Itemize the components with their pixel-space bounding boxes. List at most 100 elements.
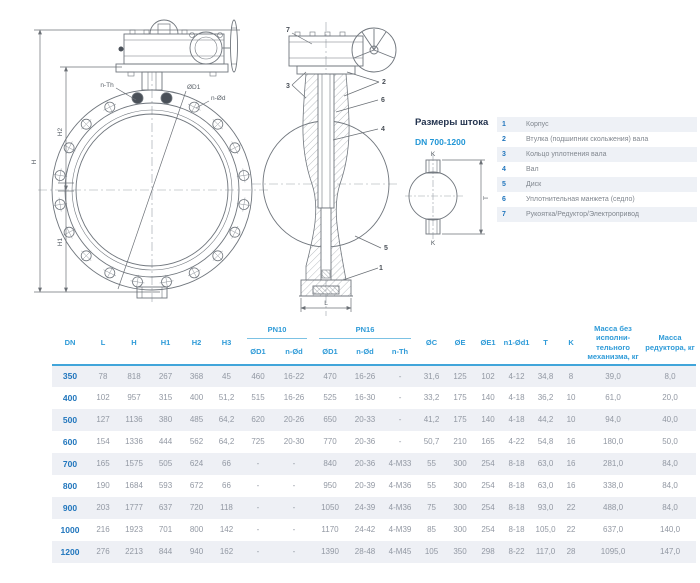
- value-cell: 20-30: [283, 437, 305, 446]
- spec-table: DN L H H1 H2 H3 PN10 PN16 ØC ØE ØE1 n1-Ø…: [52, 322, 697, 563]
- value-cell: 10: [566, 415, 576, 424]
- col-header-h: H: [131, 338, 137, 348]
- legend-item-label: Корпус: [526, 121, 549, 128]
- valve-drawing: H H2 H1 n-Th ØD1 n-Ød: [31, 19, 400, 316]
- dn-cell: 600: [62, 436, 78, 447]
- value-cell: 210: [453, 437, 467, 446]
- dn-cell: 350: [52, 363, 88, 387]
- value-cell: 4-M36: [388, 503, 412, 512]
- value-cell: 300: [453, 525, 467, 534]
- value-cell: -: [256, 459, 260, 468]
- value-cell: 41,2: [423, 415, 440, 424]
- value-cell: 4-18: [508, 393, 525, 402]
- value-cell: 140: [481, 393, 495, 402]
- dim-h-label: H: [31, 159, 38, 164]
- callout-6: 6: [381, 97, 385, 104]
- value-cell: 315: [158, 393, 173, 402]
- value-cell: 16-22: [275, 363, 314, 387]
- value-cell: 66: [222, 481, 231, 490]
- value-cell: 267: [150, 363, 181, 387]
- value-cell: 20-39: [354, 481, 376, 490]
- value-cell: -: [256, 525, 260, 534]
- col-header-c: ØC: [425, 338, 438, 348]
- value-cell: 1095,0: [600, 547, 626, 556]
- col-header-t: T: [543, 338, 548, 348]
- value-cell: -: [256, 547, 260, 556]
- value-cell: 22: [566, 503, 576, 512]
- value-cell: 39,0: [582, 363, 645, 387]
- legend-item-label: Вал: [526, 166, 539, 173]
- n-d-label: n-Ød: [211, 95, 226, 102]
- value-cell: 24-42: [354, 525, 376, 534]
- dn-cell: 500: [62, 414, 78, 425]
- value-cell: 8: [560, 363, 583, 387]
- value-cell: -: [383, 363, 418, 387]
- value-cell: 8-18: [508, 459, 525, 468]
- value-cell: -: [292, 459, 296, 468]
- value-cell: 93,0: [537, 503, 554, 512]
- value-cell: 1170: [321, 525, 339, 534]
- value-cell: 4-M36: [388, 481, 412, 490]
- callout-2: 2: [382, 79, 386, 86]
- value-cell: 300: [453, 459, 467, 468]
- col-header-mass: Масса без исполни-тельного механизма, кг: [587, 324, 639, 362]
- value-cell: 127: [96, 415, 110, 424]
- col-header-pn16-nd: n-Ød: [356, 346, 374, 356]
- value-cell: 800: [189, 525, 204, 534]
- value-cell: 142: [219, 525, 234, 534]
- value-cell: 300: [453, 503, 467, 512]
- legend-item-number: 7: [502, 211, 506, 218]
- value-cell: 620: [251, 415, 265, 424]
- col-header-pn16-d1: ØD1: [322, 346, 338, 356]
- value-cell: 84,0: [662, 503, 678, 512]
- legend-item-number: 1: [502, 121, 506, 128]
- value-cell: 175: [453, 415, 467, 424]
- value-cell: 36,2: [537, 393, 554, 402]
- value-cell: 637,0: [603, 525, 624, 534]
- value-cell: 216: [96, 525, 110, 534]
- value-cell: 562: [189, 437, 204, 446]
- value-cell: 34,8: [531, 363, 561, 387]
- value-cell: -: [256, 481, 260, 490]
- value-cell: 840: [323, 459, 337, 468]
- legend-item: 1 Корпус: [497, 117, 697, 132]
- dn-cell: 700: [62, 458, 78, 469]
- value-cell: 66: [222, 459, 231, 468]
- value-cell: 85: [427, 525, 436, 534]
- shaft-dn-range: DN 700-1200: [415, 137, 466, 147]
- value-cell: -: [398, 393, 402, 402]
- legend-item-number: 5: [502, 181, 506, 188]
- value-cell: 4-22: [508, 437, 525, 446]
- value-cell: 8-22: [508, 547, 525, 556]
- legend-item-number: 4: [502, 166, 506, 173]
- value-cell: 16-26: [347, 363, 384, 387]
- col-header-mass-reducer: Масса редуктора, кг: [645, 333, 695, 352]
- value-cell: 22: [566, 525, 576, 534]
- value-cell: 20-26: [283, 415, 305, 424]
- col-header-h1: H1: [160, 338, 171, 348]
- value-cell: 84,0: [662, 459, 678, 468]
- value-cell: 154: [96, 437, 110, 446]
- value-cell: 444: [158, 437, 173, 446]
- value-cell: 180,0: [603, 437, 624, 446]
- value-cell: 16: [566, 481, 576, 490]
- value-cell: -: [398, 437, 402, 446]
- value-cell: 55: [427, 481, 436, 490]
- group-header-pn10: PN10: [241, 322, 313, 342]
- value-cell: 105,0: [535, 525, 556, 534]
- value-cell: 117,0: [535, 547, 556, 556]
- value-cell: 950: [323, 481, 337, 490]
- dn-cell: 900: [62, 502, 78, 513]
- col-header-dn: DN: [64, 338, 76, 348]
- value-cell: 770: [323, 437, 337, 446]
- value-cell: 281,0: [603, 459, 624, 468]
- value-cell: -: [292, 503, 296, 512]
- value-cell: 624: [189, 459, 204, 468]
- value-cell: 16: [566, 437, 576, 446]
- value-cell: 20-36: [354, 437, 376, 446]
